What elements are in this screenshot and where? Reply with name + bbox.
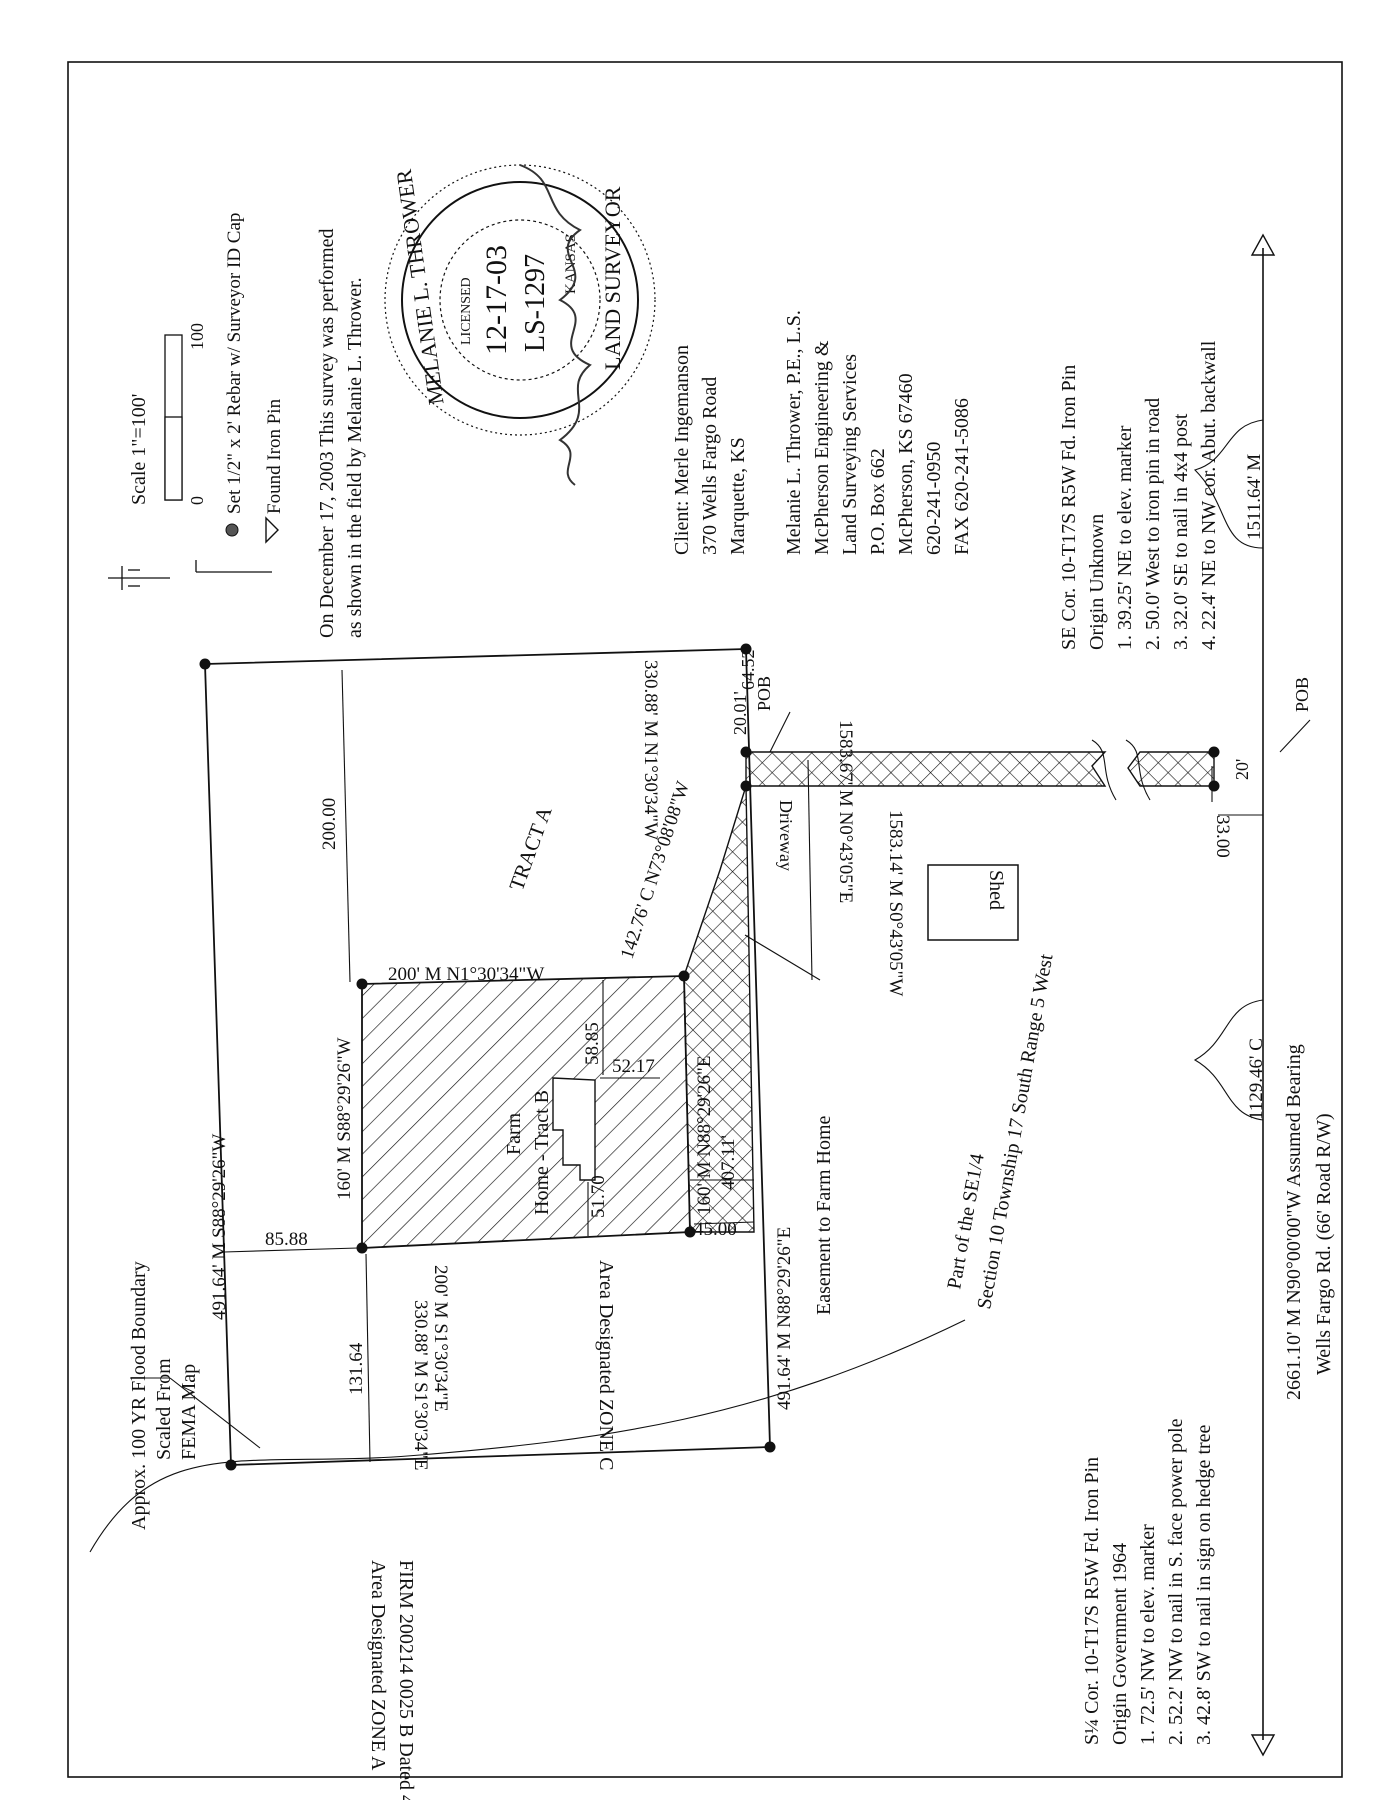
pob-label-south: POB (1292, 677, 1312, 712)
se-corner-triangle (1250, 233, 1276, 256)
dim-1129-46: 1129.46' C (1246, 1038, 1267, 1120)
easement-label: Easement to Farm Home (813, 1115, 835, 1315)
se-corner-line2: Origin Unknown (1086, 514, 1108, 650)
surveyor-line1: Melanie L. Thrower, P.E., L.S. (783, 310, 805, 555)
dim-west-line: 491.64' M S88°29'26"W (209, 1134, 230, 1320)
surveyor-line4: P.O. Box 662 (867, 448, 889, 555)
certification-line1: On December 17, 2003 This survey was per… (316, 228, 338, 638)
tract-a-label: TRACT A (504, 802, 557, 893)
dimension-lines (130, 669, 1311, 1463)
client-line1: Client: Merle Ingemanson (671, 345, 693, 555)
section-label: Section 10 Township 17 South Range 5 Wes… (973, 952, 1057, 1311)
found-pin-triangle-icon (265, 516, 279, 544)
surveyor-line3: Land Surveying Services (839, 354, 861, 555)
flood-label-3: FEMA Map (178, 1364, 200, 1460)
client-line3: Marquette, KS (727, 437, 749, 555)
dim-1511-64: 1511.64' M (1244, 454, 1265, 540)
surveyor-line5: McPherson, KS 67460 (895, 373, 917, 555)
dim-drive-south: 1583.14' M S0°43'05"W (885, 810, 906, 996)
s-corner-line5: 3. 42.8' SW to nail in sign on hedge tre… (1193, 1424, 1215, 1745)
shed (927, 864, 1019, 941)
dim-east-line: 491.64' M N88°29'26"E (774, 1227, 795, 1410)
seal-date: 12-17-03 (480, 245, 513, 355)
road-break-south (1193, 999, 1264, 1121)
se-corner-line4: 2. 50.0' West to iron pin in road (1142, 398, 1164, 650)
dim-north-line: 330.88' M N1°30'34"W (640, 660, 661, 840)
client-line2: 370 Wells Fargo Road (699, 377, 721, 555)
dim-33-00: 33.00 (1212, 815, 1233, 858)
flood-label-1: Approx. 100 YR Flood Boundary (128, 1261, 150, 1530)
firm-label: FIRM 200214 0025 B Dated 4-4-1983 (395, 1560, 417, 1800)
signature (519, 164, 592, 486)
scale-zero: 0 (187, 496, 207, 505)
surveyor-line6: 620-241-0950 (923, 442, 945, 555)
s-corner-line4: 2. 52.2' NW to nail in S. face power pol… (1165, 1418, 1187, 1745)
flood-label-2: Scaled From (153, 1358, 175, 1460)
assumed-bearing-label: 2661.10' M N90°00'00"W Assumed Bearing (1283, 1044, 1305, 1400)
s-quarter-corner-triangle (1250, 1734, 1276, 1757)
road-label: Wells Fargo Rd. (66' Road R/W) (1313, 1113, 1335, 1375)
found-pin-legend: Found Iron Pin (264, 398, 285, 514)
driveway-hatch-north (745, 751, 1107, 787)
scale-hundred: 100 (187, 323, 207, 350)
seal-license-no: LS-1297 (520, 254, 551, 352)
dim-58-85: 58.85 (582, 1022, 603, 1065)
dim-407-11: 407.11' (718, 1135, 739, 1190)
iron-pins (199, 643, 1220, 1471)
dim-tb-east: 160' M N88°29'26"E (694, 1056, 715, 1215)
dim-64-52: 64.52' (738, 646, 758, 690)
se-corner-line5: 3. 32.0' SE to nail in 4x4 post (1170, 413, 1192, 650)
dim-45-00: 45.00 (694, 1219, 737, 1240)
scale-bar (164, 334, 183, 501)
driveway-label: Driveway (776, 800, 796, 871)
dim-tb-west: 160' M S88°29'26"W (334, 1037, 355, 1200)
easement-hatch (683, 785, 755, 1233)
driveway-break (1091, 739, 1151, 801)
farm-home-outline (552, 1077, 596, 1181)
farm-label: Farm (503, 1112, 525, 1155)
se-corner-line1: SE Cor. 10-T17S R5W Fd. Iron Pin (1058, 365, 1080, 650)
zone-c-label: Area Designated ZONE C (595, 1260, 617, 1471)
page-border (67, 61, 1343, 1778)
surveyor-seal: MELANIE L. THROWER LICENSED 12-17-03 LS-… (384, 164, 656, 486)
dim-51-70: 51.70 (588, 1175, 609, 1218)
dim-drive-north: 1583.67' M N0°43'05"E (835, 720, 856, 903)
pob-label-north: POB (754, 676, 774, 711)
seal-state: KANSAS (563, 234, 579, 294)
s-corner-line2: Origin Government 1964 (1109, 1543, 1131, 1745)
s-corner-line1: S¼ Cor. 10-T17S R5W Fd. Iron Pin (1081, 1457, 1103, 1745)
dim-south-line: 330.88' M S1°30'34"E (410, 1300, 431, 1471)
scale-label: Scale 1"=100' (128, 394, 150, 505)
dim-tb-bottom: 200' M S1°30'34"E (430, 1265, 451, 1412)
dim-52-17: 52.17 (612, 1056, 655, 1077)
flood-boundary-curve (89, 1319, 966, 1553)
dim-tb-top: 200' M N1°30'34"W (388, 964, 544, 985)
tract-b-hatch (361, 975, 691, 1249)
rebar-symbol-icon (225, 523, 239, 537)
north-arrow-icon (108, 560, 272, 590)
seal-name: MELANIE L. THROWER (391, 168, 449, 407)
surveyor-line7: FAX 620-241-5086 (951, 398, 973, 555)
dim-20-01: 20.01' (730, 691, 750, 735)
dim-20: 20' (1232, 759, 1252, 780)
shed-label: Shed (985, 870, 1007, 910)
home-tract-b-label: Home - Tract B (531, 1090, 553, 1215)
driveway-hatch-south (1127, 751, 1215, 787)
certification-line2: as shown in the field by Melanie L. Thro… (344, 277, 366, 638)
seal-licensed: LICENSED (459, 277, 474, 345)
se-corner-line6: 4. 22.4' NE to NW cor. Abut. backwall (1198, 340, 1220, 650)
rebar-legend: Set 1/2" x 2' Rebar w/ Surveyor ID Cap (224, 213, 245, 514)
zone-a-label: Area Designated ZONE A (367, 1560, 389, 1771)
surveyor-line2: McPherson Engineering & (811, 340, 833, 555)
s-corner-line3: 1. 72.5' NW to elev. marker (1137, 1524, 1159, 1745)
dim-85-88: 85.88 (265, 1229, 308, 1250)
se-corner-line3: 1. 39.25' NE to elev. marker (1114, 425, 1136, 650)
road-break-north (1193, 419, 1264, 549)
dim-131-64: 131.64 (346, 1342, 367, 1395)
dim-200: 200.00 (319, 798, 340, 850)
seal-title: LAND SURVEYOR (600, 186, 625, 370)
